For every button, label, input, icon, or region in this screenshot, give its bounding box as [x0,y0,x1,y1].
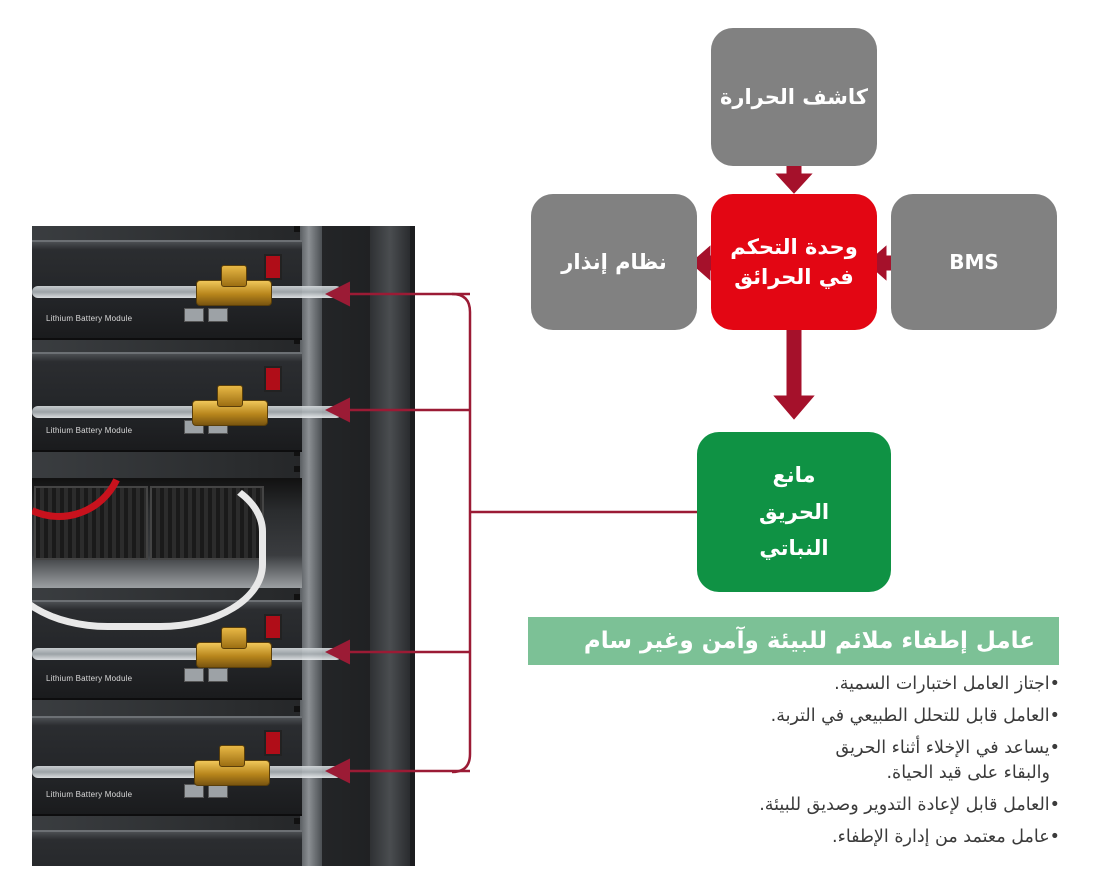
bms-label: BMS [949,249,999,274]
benefits-title: عامل إطفاء ملائم للبيئة وآمن وغير سام [528,617,1059,665]
plant-based-agent-label: مانع الحريق النباتي [758,462,830,561]
alarm-system-box: نظام إنذار [531,194,697,330]
benefits-list: •اجتاز العامل اختبارات السمية. •العامل ق… [560,672,1060,857]
battery-module-5 [32,830,302,866]
module-port [208,784,228,798]
list-item: •العامل قابل للتحلل الطبيعي في التربة. [770,706,1060,726]
battery-rack-photo: Lithium Battery Module Lithium Battery M… [32,226,415,866]
agent-tube [32,406,342,418]
rack-post-left [300,226,322,866]
module-label: Lithium Battery Module [46,674,133,683]
power-switch [264,614,282,640]
power-switch [264,730,282,756]
heat-detector-label: كاشف الحرارة [719,84,869,109]
plant-based-agent-box: مانع الحريق النباتي [697,432,891,592]
list-item: •العامل قابل لإعادة التدوير وصديق للبيئة… [759,795,1060,815]
module-label: Lithium Battery Module [46,314,133,323]
agent-tube [32,766,342,778]
white-cable [32,466,266,630]
fire-control-unit-box: وحدة التحكم في الحرائق [711,194,877,330]
module-label: Lithium Battery Module [46,426,133,435]
module-port [184,668,204,682]
rack-post-right [370,226,410,866]
list-item: •عامل معتمد من إدارة الإطفاء. [832,827,1060,847]
arrow-control-to-agent [766,324,822,425]
module-port [208,308,228,322]
brass-valve [192,385,268,426]
bms-box: BMS [891,194,1057,330]
module-port [184,308,204,322]
heat-detector-box: كاشف الحرارة [711,28,877,166]
brass-valve [196,627,272,668]
brass-valve [194,745,270,786]
alarm-system-label: نظام إنذار [561,249,667,274]
module-port [184,784,204,798]
brass-valve [196,265,272,306]
distribution-bracket [451,292,472,774]
agent-tube [32,648,342,660]
power-switch [264,366,282,392]
module-label: Lithium Battery Module [46,790,133,799]
power-switch [264,254,282,280]
agent-tube [32,286,342,298]
module-port [208,668,228,682]
fire-control-unit-label: وحدة التحكم في الحرائق [730,234,858,289]
list-item: •اجتاز العامل اختبارات السمية. [834,674,1060,694]
